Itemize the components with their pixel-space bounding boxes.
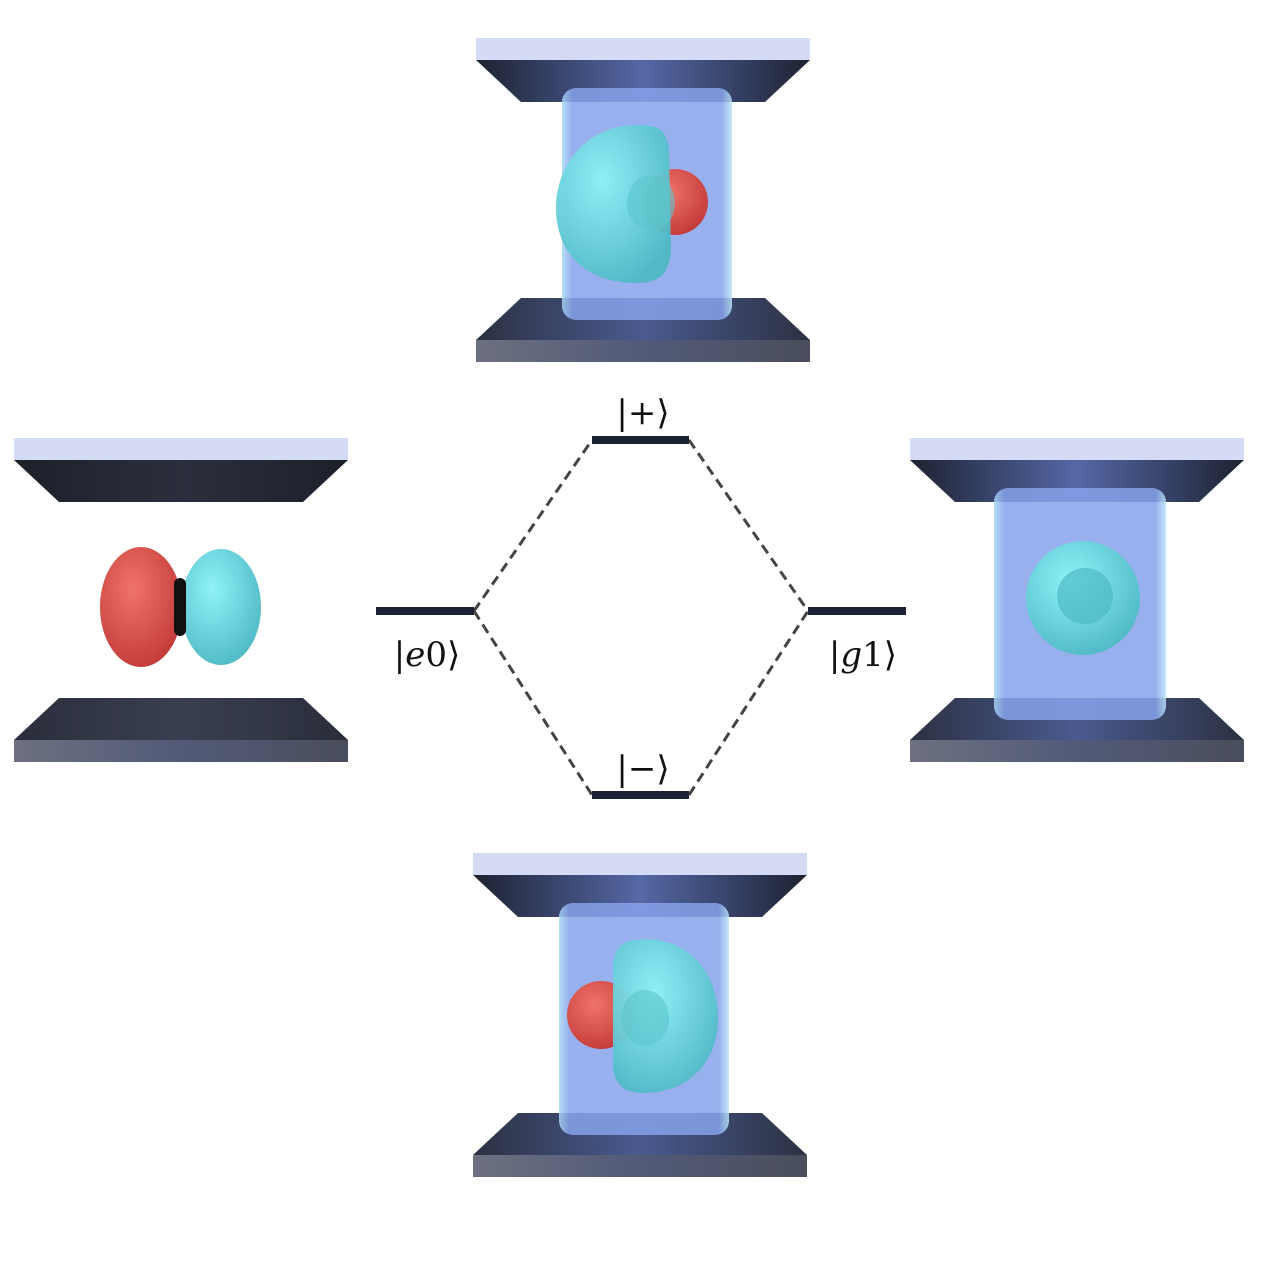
label-plus: |+⟩ <box>616 393 669 433</box>
bottom-mirror-slab <box>473 1155 807 1177</box>
orbital-cyan-lobe <box>181 549 261 665</box>
orbital-cyan-lobe <box>556 124 671 284</box>
dashed-line-e0-minus <box>472 610 594 796</box>
top-mirror-slab <box>476 38 810 60</box>
top-mirror-slab <box>910 438 1244 460</box>
bottom-mirror <box>14 698 348 740</box>
cavity-minus-state <box>473 853 807 1177</box>
dashed-line-plus-g1 <box>687 439 810 612</box>
energy-levels <box>376 436 906 799</box>
cavity-plus-state <box>476 38 810 362</box>
top-mirror-slab <box>473 853 807 875</box>
coupling-lines <box>472 439 810 796</box>
orbital-node <box>174 578 186 636</box>
bottom-mirror-slab <box>476 340 810 362</box>
orbital-inner-lobe <box>627 175 675 231</box>
top-mirror <box>14 460 348 502</box>
orbital-inner-lobe <box>621 990 669 1046</box>
dashed-line-minus-g1 <box>687 610 810 796</box>
orbital-s-core <box>1057 568 1113 624</box>
label-g1: |g1⟩ <box>829 635 897 675</box>
bottom-mirror-slab <box>910 740 1244 762</box>
label-e0: |e0⟩ <box>394 635 461 675</box>
cavity-g1-state <box>910 438 1244 762</box>
cavity-e0-state <box>14 438 348 762</box>
dashed-line-e0-plus <box>472 439 594 612</box>
bottom-mirror-slab <box>14 740 348 762</box>
orbital-red-lobe <box>100 547 182 667</box>
label-minus: |−⟩ <box>616 749 669 789</box>
top-mirror-slab <box>14 438 348 460</box>
